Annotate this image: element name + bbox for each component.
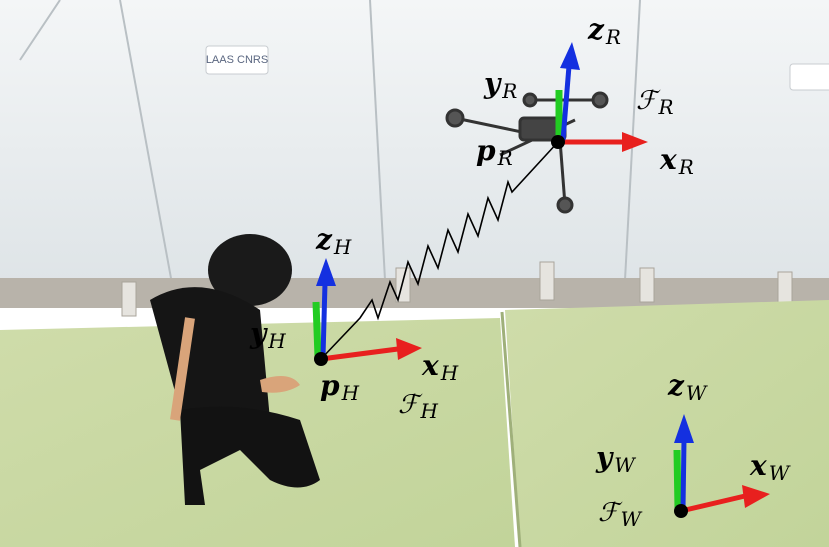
helmet xyxy=(208,234,292,306)
world-y-axis xyxy=(673,449,682,510)
world-x-axis xyxy=(680,493,746,514)
wall-logo-text: LAAS CNRS xyxy=(206,54,268,66)
robot-x-arrowhead xyxy=(622,132,648,152)
world-z-arrowhead xyxy=(674,414,694,443)
arm xyxy=(170,317,195,421)
world-origin-dot xyxy=(674,504,688,518)
wall-brackets xyxy=(121,261,793,317)
human-figure xyxy=(150,234,320,505)
spring-link xyxy=(320,141,559,360)
floor-mat-right xyxy=(505,300,829,547)
robot-z-arrowhead xyxy=(560,42,580,70)
legs xyxy=(180,406,320,505)
world-x-arrowhead xyxy=(742,485,770,508)
human-origin-dot xyxy=(314,352,328,366)
wall xyxy=(0,0,829,300)
world-z-axis xyxy=(680,439,687,510)
human-x-arrowhead xyxy=(396,338,422,360)
human-x-axis xyxy=(320,346,399,362)
robot-frame-axes xyxy=(551,42,648,152)
robot-z-axis xyxy=(560,65,572,141)
hand xyxy=(260,376,300,393)
human-z-arrowhead xyxy=(316,258,336,286)
wall-logo-right xyxy=(789,63,829,91)
human-z-axis xyxy=(320,282,328,358)
floor-seam xyxy=(500,311,522,547)
world-frame-axes xyxy=(673,414,770,518)
human-y-axis xyxy=(312,301,322,358)
human-frame-axes xyxy=(312,258,422,366)
wall-logo-left: LAAS CNRS xyxy=(205,45,269,75)
baseboard xyxy=(0,278,829,308)
robot-origin-dot xyxy=(551,135,565,149)
